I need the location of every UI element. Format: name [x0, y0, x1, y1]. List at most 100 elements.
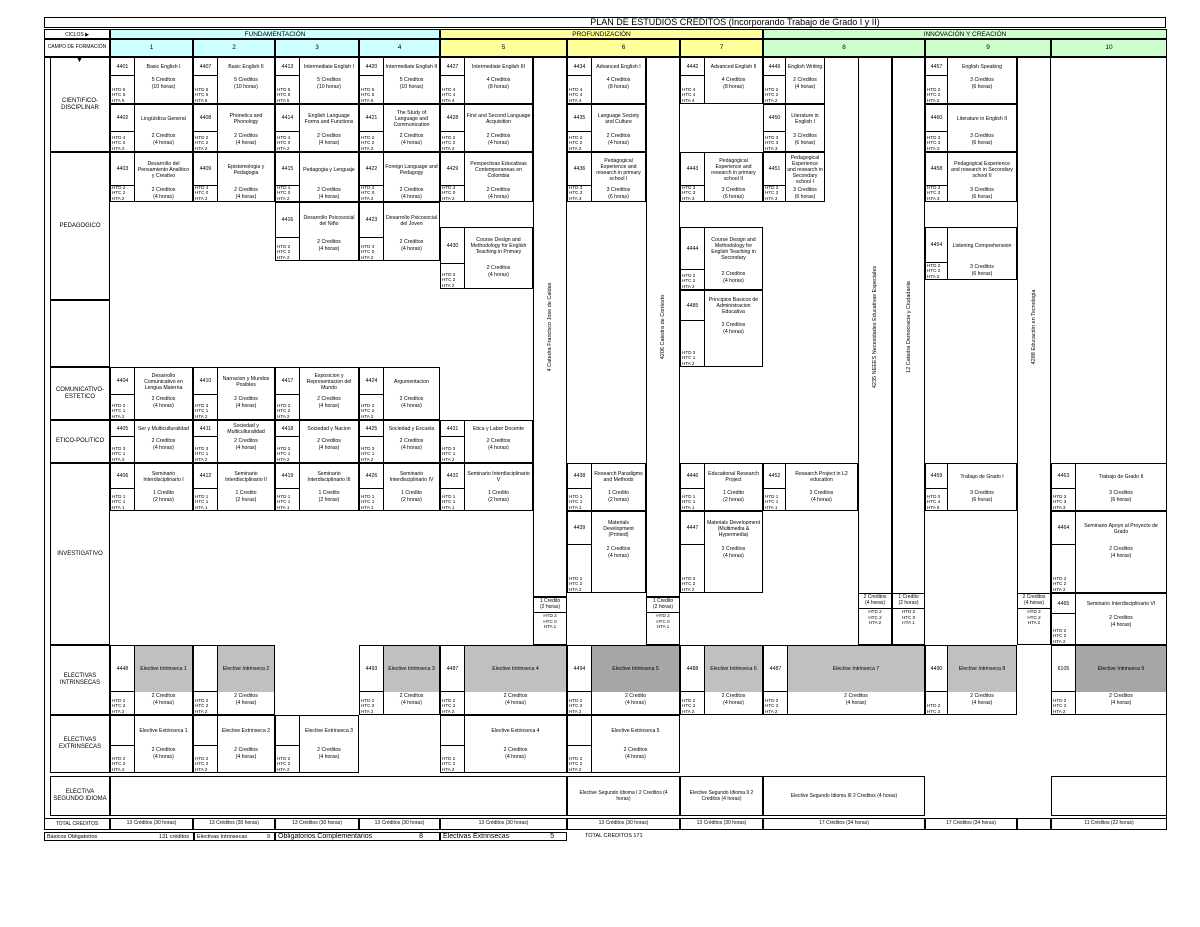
extrinsecas-label: Electivas Extrinsecas: [443, 833, 510, 840]
course-name: English Writing: [787, 64, 823, 70]
course-credits: 2 Creditos(4 horas): [317, 396, 341, 409]
neees-htc: HTC 2: [868, 614, 882, 620]
course-credits: 2 Creditos(4 horas): [399, 396, 424, 409]
caldas-hrs: (2 horas): [539, 604, 560, 610]
cycle-fundamentacion: FUNDAMENTACIÓN: [110, 29, 440, 39]
field-investigativo: INVESTIGATIVO: [50, 463, 110, 645]
course-credits: 3 Creditos(6 horas): [793, 133, 817, 146]
course-credits: 4 Creditos(8 horas): [606, 77, 631, 90]
segundo-idioma-3: Elective Segundo Idioma III 2 Creditos (…: [763, 776, 925, 816]
course-4421: 4421 The Study of Language and Communica…: [359, 104, 440, 152]
course-credits: 2 Creditos(4 horas): [234, 438, 258, 451]
segundo-idioma-2: Elective Segundo Idioma II 2 Creditos (4…: [680, 776, 763, 816]
course-4485: 4485 Principios Basicos de Administracio…: [680, 290, 763, 367]
course-credits: 2 Creditos(4 horas): [486, 265, 511, 278]
course-credits: 5 Creditos(10 horas): [399, 77, 424, 90]
course-code: 4411: [194, 421, 218, 437]
course-credits: 2 Creditos(4 horas): [721, 693, 746, 706]
course-code: 4488: [681, 646, 705, 692]
total-sem-7: 13 Créditos (30 horas): [680, 818, 763, 830]
course-credits: 1 Credito(2 horas): [400, 490, 423, 503]
course-name: Literature in English I: [791, 112, 819, 125]
course-credits: 2 Creditos(4 horas): [606, 546, 631, 559]
course-4430: 4430 Course Design and Methodology for E…: [440, 227, 533, 289]
course-code: 4427: [441, 58, 465, 76]
course-code: 4417: [276, 368, 300, 395]
page-title: PLAN DE ESTUDIOS CREDITOS (Incorporando …: [44, 17, 1166, 28]
summary-extrinsecas: Electivas Extrinsecas 5: [440, 832, 567, 841]
course-credits: 2 Creditos(4 horas): [399, 438, 424, 451]
course-code: 4421: [360, 105, 384, 132]
contexto-hta: HTA 1: [656, 624, 670, 629]
course-credits: 3 Creditos(6 horas): [793, 187, 817, 200]
course-name: Intermediate English III: [471, 64, 526, 70]
course-code: 4410: [194, 368, 218, 395]
course-credits: 3 Creditos(6 horas): [970, 133, 994, 146]
course-code: 4443: [681, 153, 705, 186]
course-code: 4448: [111, 646, 135, 692]
course-name: Trabajo de Grado II: [1098, 473, 1144, 480]
intrinsecas-value: 9: [266, 834, 270, 840]
course-code: 4457: [926, 58, 948, 76]
course-credits: 3 Creditos(6 horas): [970, 187, 994, 200]
course-4414: 4414 English Language Forms and Function…: [275, 104, 359, 152]
course-name: Course Design and Methodology for Englis…: [470, 237, 527, 255]
course-credits: 4 Creditos(8 horas): [486, 77, 511, 90]
course-code: [111, 716, 135, 746]
course-code: 4408: [194, 105, 218, 132]
democracia-hta: HTA 1: [902, 620, 915, 625]
course-name: Pedagogical Experience and research in S…: [787, 154, 823, 185]
course-credits: 2 Creditos(4 horas): [399, 187, 424, 200]
summary-total: TOTAL CREDITOS 171: [585, 833, 643, 839]
course-credits: 2 Creditos(4 horas): [399, 239, 424, 252]
total-sem-1: 13 Créditos (30 horas): [110, 818, 193, 830]
course-name: Literature in English II: [956, 115, 1008, 122]
total-sem-4: 13 Créditos (30 horas): [359, 818, 440, 830]
course-credits: 2 Creditos(4 horas): [793, 77, 817, 90]
course-credits: 2 Creditos(4 horas): [486, 133, 511, 146]
course-name: Seminario Interdisciplinario I: [143, 470, 184, 483]
course-name: Elective Extrinseca 2: [221, 728, 271, 734]
course-credits: 3 Creditos(6 horas): [970, 264, 994, 277]
course-name: Elective Extrinseca 4: [491, 728, 540, 734]
course-code: 4464: [1052, 512, 1076, 545]
course-code: 4444: [681, 228, 705, 270]
cycle-innovacion: INNOVACIÓN Y CREACIÓN: [763, 29, 1167, 39]
course-4464: 4464 Seminario Apoyo al Proyecto de Grad…: [1051, 511, 1167, 593]
segundo-idioma-empty: [110, 776, 567, 816]
field-empty: [50, 300, 110, 367]
course-code: 4430: [441, 228, 465, 264]
course-code: 4435: [568, 105, 592, 132]
semester-6: 6: [567, 39, 680, 57]
course-4419: 4419 Seminario Interdisciplinario III HT…: [275, 463, 359, 511]
extrinsecas-value: 5: [550, 833, 554, 840]
course-4451: 4451 Pedagogical Experience and research…: [763, 152, 825, 202]
course-credits: 2 Creditos(4 horas): [844, 693, 868, 706]
